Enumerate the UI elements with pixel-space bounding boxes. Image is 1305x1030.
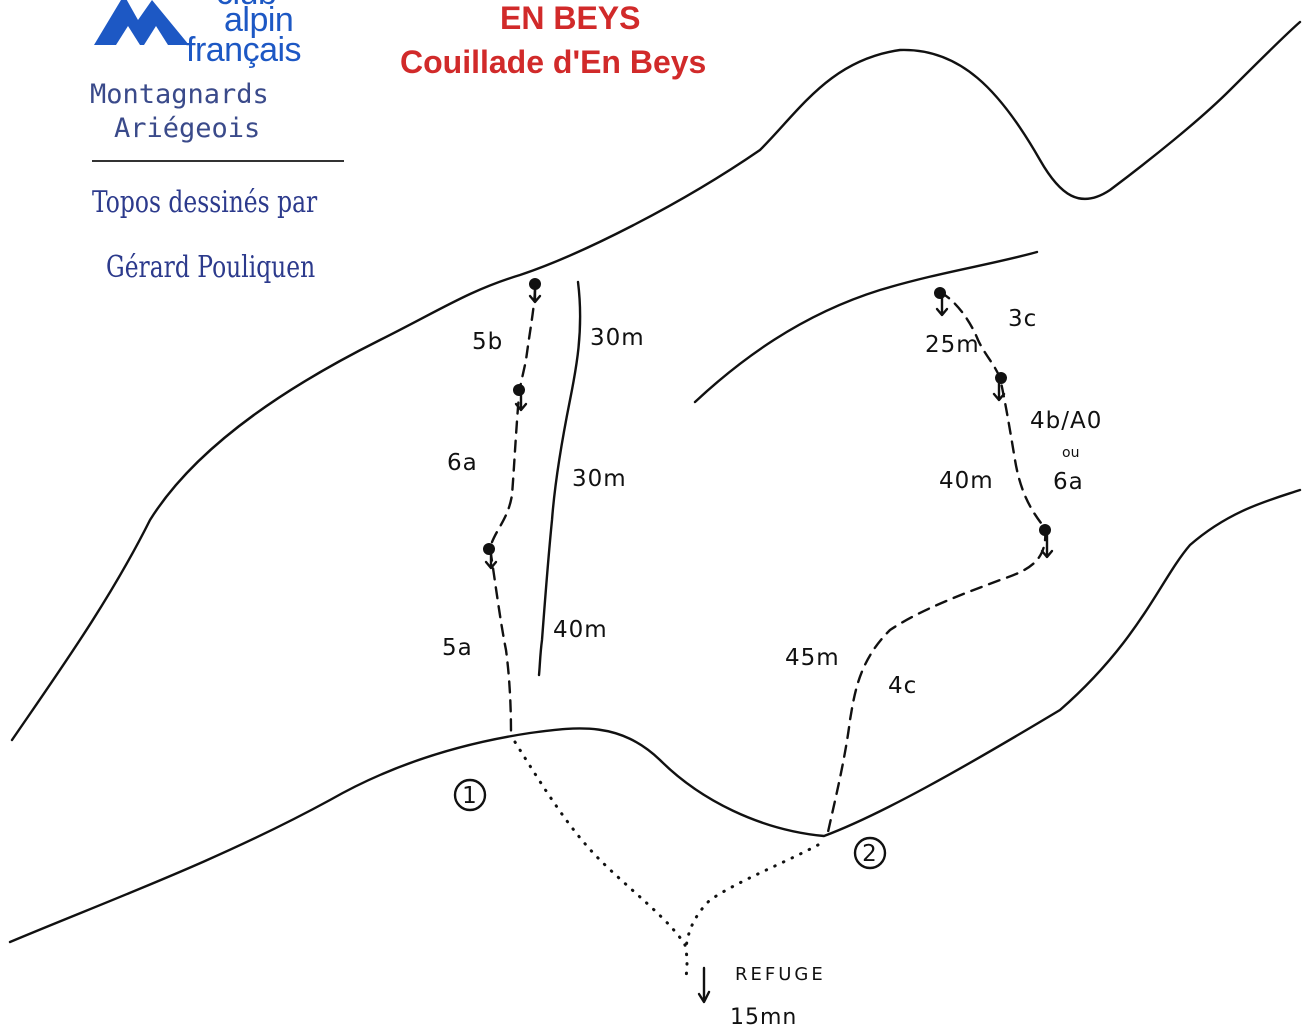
approach-path-left [513,740,689,980]
start-marker-1-circle [453,778,487,812]
pitch-grade-right-or: ou [1062,445,1079,461]
pitch-length-right-3: 45m [785,645,840,671]
right-route-line [826,290,1047,834]
pitch-length-left-3: 40m [553,617,608,643]
belay-anchor-left-3 [483,543,495,555]
crack-line [537,280,582,677]
logo-word-top: club [216,0,277,10]
mountain-logo-icon [94,0,189,45]
pitch-grade-left-2: 6a [447,450,478,476]
left-route-line [488,288,537,735]
upper-ridge-line [10,20,1302,742]
rappel-arrows [484,286,1054,1004]
pitch-grade-right-1: 3c [1008,306,1037,332]
start-marker-1: 1 [462,783,478,809]
approach-time: 15mn [730,1005,797,1030]
belay-anchor-right-3 [1039,524,1051,536]
belay-anchor-left-2 [513,384,525,396]
base-ridge-line [8,488,1302,944]
logo-divider [92,160,344,162]
section-name-line2: Ariégeois [114,113,261,144]
start-marker-2: 2 [862,841,878,867]
pitch-length-right-2: 40m [939,468,994,494]
section-name-line1: Montagnards [90,79,269,110]
credit-line2: Gérard Pouliquen [106,250,316,285]
pitch-grade-left-1: 5b [472,329,503,355]
approach-label: REFUGE [735,964,826,985]
page-subtitle: Couillade d'En Beys [400,44,707,80]
pitch-length-right-1: 25m [925,332,980,358]
club-logo: club alpin français Montagnards Ariégeoi… [88,0,358,300]
page-title: EN BEYS [500,0,641,36]
approach-path-right [684,843,820,950]
pitch-grade-right-4: 4c [888,673,917,699]
pitch-length-left-1: 30m [590,325,645,351]
logo-word-mid: alpin [224,1,294,39]
pitch-grade-left-3: 5a [442,635,473,661]
pitch-length-left-2: 30m [572,466,627,492]
belay-anchor-right-1 [934,287,946,299]
credit-line1: Topos dessinés par [92,185,318,220]
belay-anchor-left-1 [529,278,541,290]
start-marker-2-circle [853,836,887,870]
inner-rib-line [693,250,1039,404]
belay-anchor-right-2 [995,372,1007,384]
pitch-grade-right-3: 6a [1053,469,1084,495]
pitch-grade-right-2: 4b/A0 [1030,408,1102,434]
logo-word-bottom: français [186,31,302,69]
